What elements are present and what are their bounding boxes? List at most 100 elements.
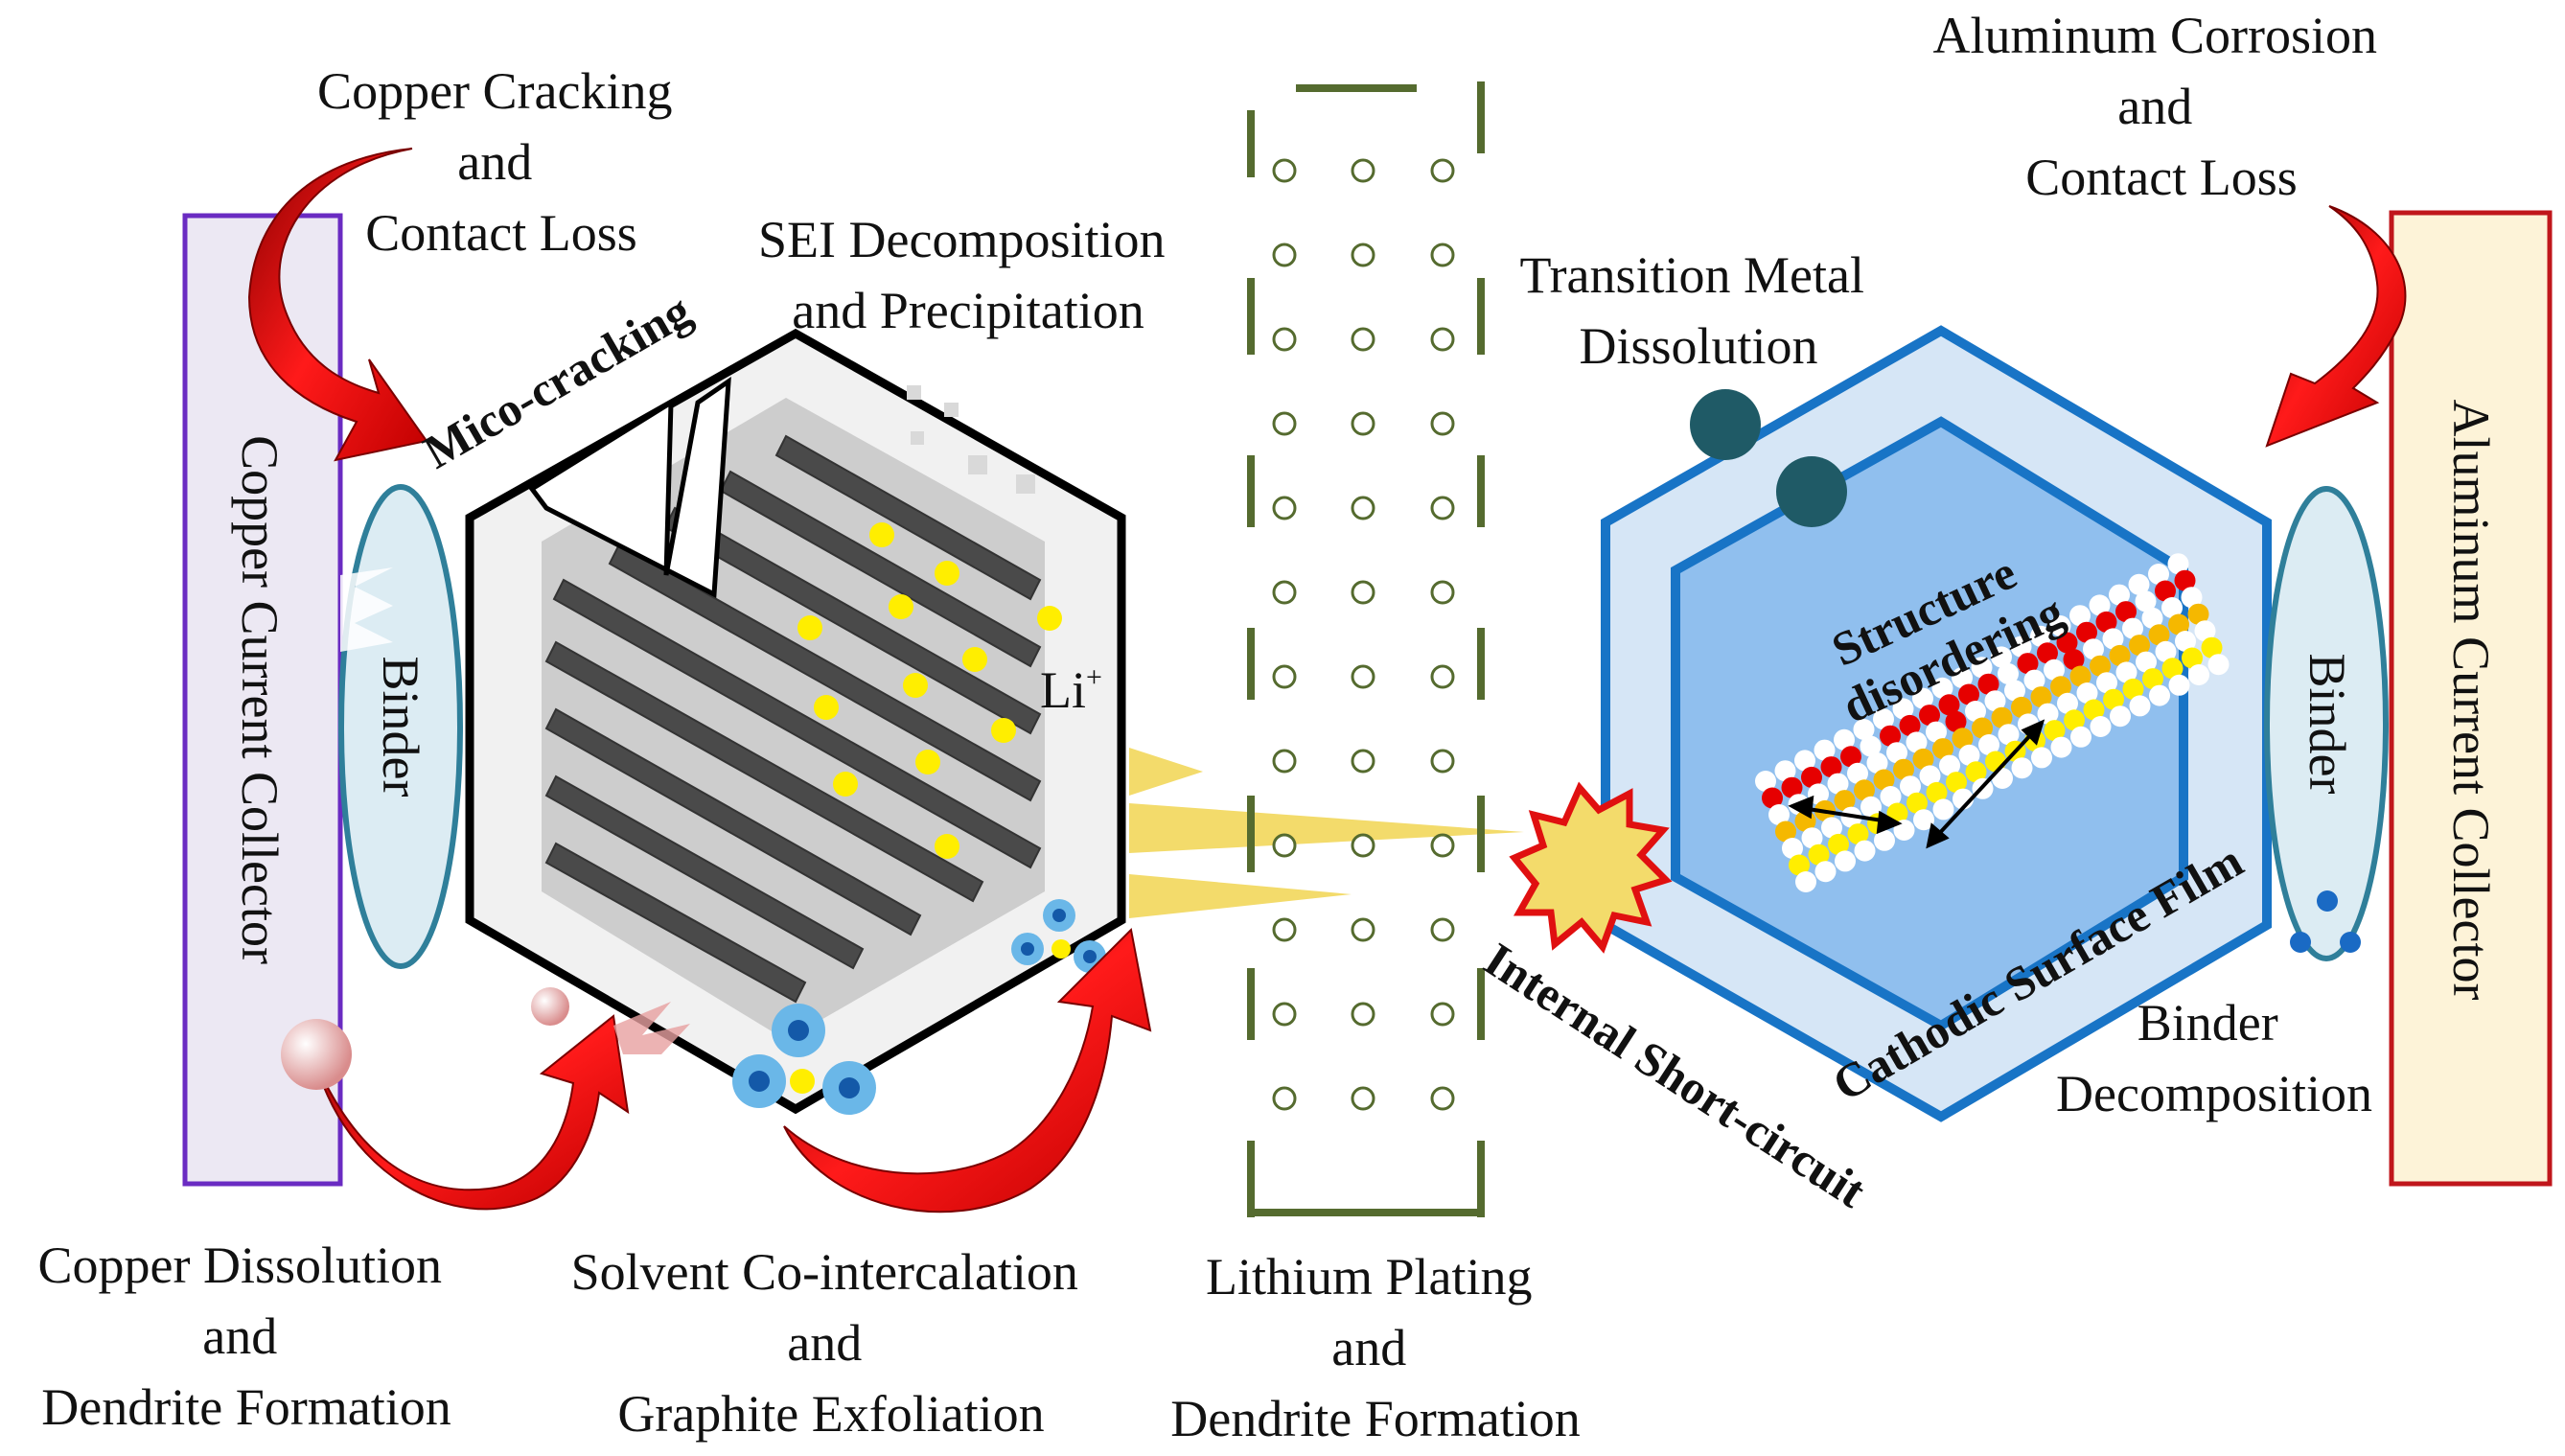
separator-pore (1351, 327, 1375, 352)
lattice-atoms (1755, 553, 2230, 892)
lattice-atom (1906, 792, 1928, 814)
lattice-atom (2017, 653, 2039, 675)
lattice-atom (2168, 613, 2189, 636)
separator-pore (1272, 833, 1297, 858)
binder-left-label: Binder (372, 657, 429, 797)
lattice-atom (1774, 760, 1796, 782)
lattice-atom (1991, 646, 2012, 668)
lattice-atom (2122, 617, 2143, 639)
lattice-atom (2050, 676, 2071, 698)
lattice-atom (2090, 716, 2112, 737)
lattice-atom (1939, 754, 1960, 776)
lattice-atom (1880, 786, 1902, 807)
lattice-atom (1893, 758, 1914, 780)
lattice-atom (2148, 624, 2170, 646)
lattice-atom (1794, 750, 1815, 772)
lattice-atom (1873, 708, 1894, 730)
separator-pore (1272, 1002, 1297, 1027)
lattice-atom (2175, 631, 2196, 652)
lattice-atom (2037, 642, 2058, 664)
lattice-atom (2136, 651, 2157, 673)
solvent-label: Solvent Co-intercalation and Graphite Ex… (571, 1243, 1092, 1443)
arrow-aluminum-corrosion (2265, 205, 2407, 448)
lattice-atom (1854, 779, 1875, 801)
lattice-atom (2056, 632, 2078, 654)
lattice-atom (1801, 827, 1823, 849)
separator-pore (1272, 917, 1297, 942)
lattice-atom (1808, 844, 1830, 866)
lattice-atom (1860, 735, 1882, 757)
separator-pore (1351, 664, 1375, 689)
lattice-atom (1931, 677, 1953, 699)
separator-pore (1430, 917, 1455, 942)
graphite-layers (544, 434, 1042, 1004)
lattice-atom (2201, 636, 2223, 659)
lattice-atom (2174, 569, 2196, 591)
lattice-atom (1847, 823, 1869, 845)
lattice-atom (2083, 699, 2105, 721)
lattice-atom (1827, 773, 1849, 795)
binder-decomposition-label: Binder Decomposition (2056, 994, 2372, 1122)
lattice-atom (1860, 796, 1882, 818)
lattice-atom (2168, 674, 2190, 696)
lattice-atom (1952, 728, 1974, 750)
separator-pores (1272, 158, 1455, 1111)
lattice-atom (1972, 717, 1993, 739)
lattice-atom (2050, 736, 2072, 758)
arrow-copper-cracking (247, 148, 428, 462)
separator-pore (1351, 411, 1375, 436)
lattice-atom (1952, 667, 1973, 688)
aluminum-collector-label: Aluminum Current Collector (2442, 400, 2500, 1001)
sei-label: SEI Decomposition and Precipitation (758, 211, 1178, 339)
separator-pore (1272, 580, 1297, 605)
aluminum-current-collector (2389, 210, 2553, 1187)
lattice-atom (2148, 564, 2169, 585)
separator-pore (1351, 158, 1375, 183)
lattice-atom (2095, 611, 2117, 633)
lattice-atom (2030, 625, 2051, 647)
lattice-atom (2069, 665, 2091, 687)
lattice-atom (1958, 744, 1980, 766)
lattice-atom (1945, 710, 1967, 732)
separator-pore (1272, 243, 1297, 267)
lattice-atom (1820, 756, 1842, 778)
separator-pore (1351, 833, 1375, 858)
lattice-atom (1873, 769, 1895, 791)
lattice-atom (1880, 725, 1901, 747)
separator-pore (1430, 580, 1455, 605)
lattice-atom (1971, 657, 1993, 679)
lattice-atom (2128, 573, 2150, 595)
lattice-atom (1912, 748, 1934, 770)
lattice-atom (2102, 628, 2124, 650)
lattice-atom (1775, 820, 1796, 843)
short-circuit-burst (1509, 781, 1673, 954)
separator-pore (1351, 749, 1375, 774)
micro-crack (528, 377, 731, 598)
transition-metal-particle (1690, 389, 1761, 460)
separator-pore (1351, 917, 1375, 942)
lattice-atom (1834, 790, 1856, 812)
lattice-atom (2044, 659, 2065, 681)
arrow-solvent (783, 927, 1152, 1213)
lattice-atom (1853, 719, 1875, 740)
lattice-atom (1919, 765, 1941, 787)
lattice-atom (1762, 787, 1783, 809)
arrow-copper-dissolution (315, 1014, 630, 1211)
separator-pore (1430, 496, 1455, 520)
lattice-atom (1932, 738, 1953, 760)
lattice-atom (1814, 739, 1836, 761)
lattice-atom (1926, 721, 1947, 743)
lattice-atom (1965, 761, 1987, 783)
lattice-atom (2096, 672, 2117, 694)
lattice-atom (2155, 580, 2176, 602)
lattice-atom (2161, 658, 2184, 680)
lithium-dendrites (1129, 748, 1524, 918)
binder-right-label: Binder (2299, 654, 2356, 795)
lattice-atom (2089, 594, 2111, 616)
lattice-atom (2076, 682, 2098, 704)
lattice-atom (1991, 706, 2013, 728)
lattice-atom (2090, 655, 2111, 677)
binder-right (2264, 486, 2389, 961)
lattice-atom (2004, 680, 2025, 702)
lattice-atom (2109, 644, 2131, 666)
